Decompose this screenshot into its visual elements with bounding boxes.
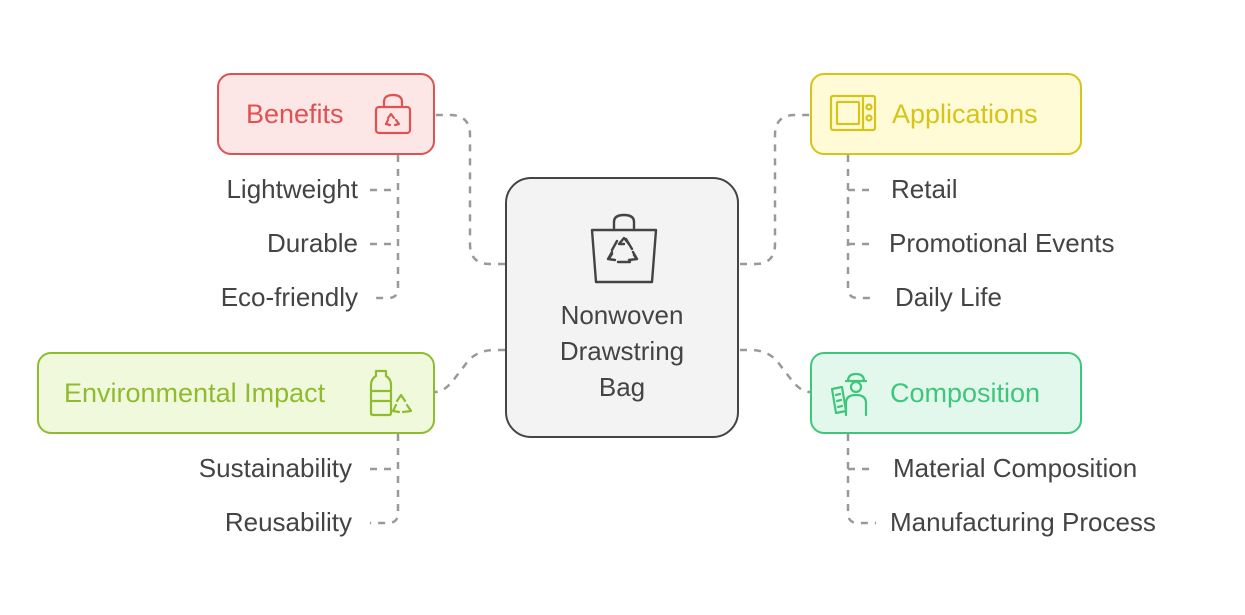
benefits-node[interactable]: Benefits xyxy=(217,73,435,155)
recycle-lock-icon xyxy=(374,93,412,135)
applications-item-3: Daily Life xyxy=(895,282,1002,312)
composition-node[interactable]: Composition xyxy=(810,352,1082,434)
applications-label: Applications xyxy=(892,98,1038,129)
center-title: Nonwoven Drawstring Bag xyxy=(507,297,737,405)
center-title-line-3: Bag xyxy=(598,372,646,402)
benefits-item-3: Eco-friendly xyxy=(220,282,358,312)
applications-node[interactable]: Applications xyxy=(810,73,1082,155)
environmental-node[interactable]: Environmental Impact xyxy=(37,352,435,434)
center-title-line-1: Nonwoven xyxy=(560,300,684,330)
connector-benefits-leaves xyxy=(370,155,400,300)
environmental-item-1: Sustainability xyxy=(198,453,352,483)
connector-environmental-leaves xyxy=(370,434,400,525)
composition-item-2: Manufacturing Process xyxy=(890,507,1156,537)
connector-applications-leaves xyxy=(846,155,876,300)
connector-environmental xyxy=(434,348,505,394)
connector-benefits xyxy=(435,113,505,266)
center-title-line-2: Drawstring xyxy=(559,336,685,366)
environmental-label: Environmental Impact xyxy=(64,377,326,408)
connector-applications xyxy=(740,113,810,266)
composition-label: Composition xyxy=(890,377,1041,408)
benefits-item-1: Lightweight xyxy=(226,174,358,204)
benefits-item-2: Durable xyxy=(266,228,358,258)
bottle-recycle-icon xyxy=(369,369,413,417)
recycle-bag-icon xyxy=(590,213,658,284)
environmental-item-2: Reusability xyxy=(224,507,352,537)
center-node[interactable]: Nonwoven Drawstring Bag xyxy=(505,177,739,438)
microwave-icon xyxy=(829,94,877,132)
benefits-label: Benefits xyxy=(246,98,344,129)
connector-composition-leaves xyxy=(846,434,876,525)
applications-item-2: Promotional Events xyxy=(889,228,1115,258)
composition-item-1: Material Composition xyxy=(893,453,1138,483)
connector-composition xyxy=(740,348,811,394)
applications-item-1: Retail xyxy=(891,174,958,204)
worker-icon xyxy=(830,372,868,417)
